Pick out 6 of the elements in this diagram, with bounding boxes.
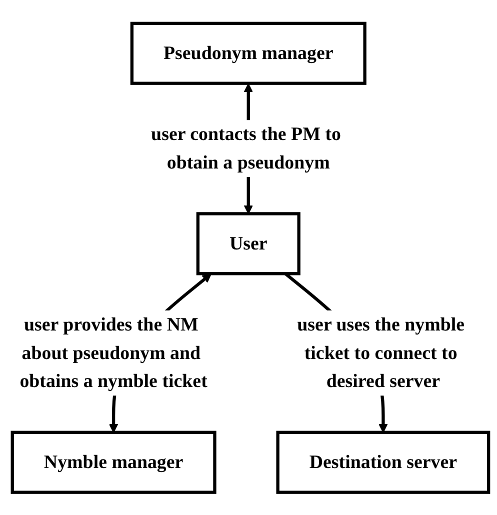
edge-label: user contacts the PM to obtain a pseudonym (151, 122, 341, 172)
node-box: Destination server (276, 430, 490, 494)
node-box: Nymble manager (10, 430, 216, 494)
node-box: User (196, 212, 300, 275)
edge-label: user provides the NM about pseudonym and obtains a nymble ticket (20, 313, 208, 392)
node-box: Pseudonym manager (130, 21, 366, 85)
